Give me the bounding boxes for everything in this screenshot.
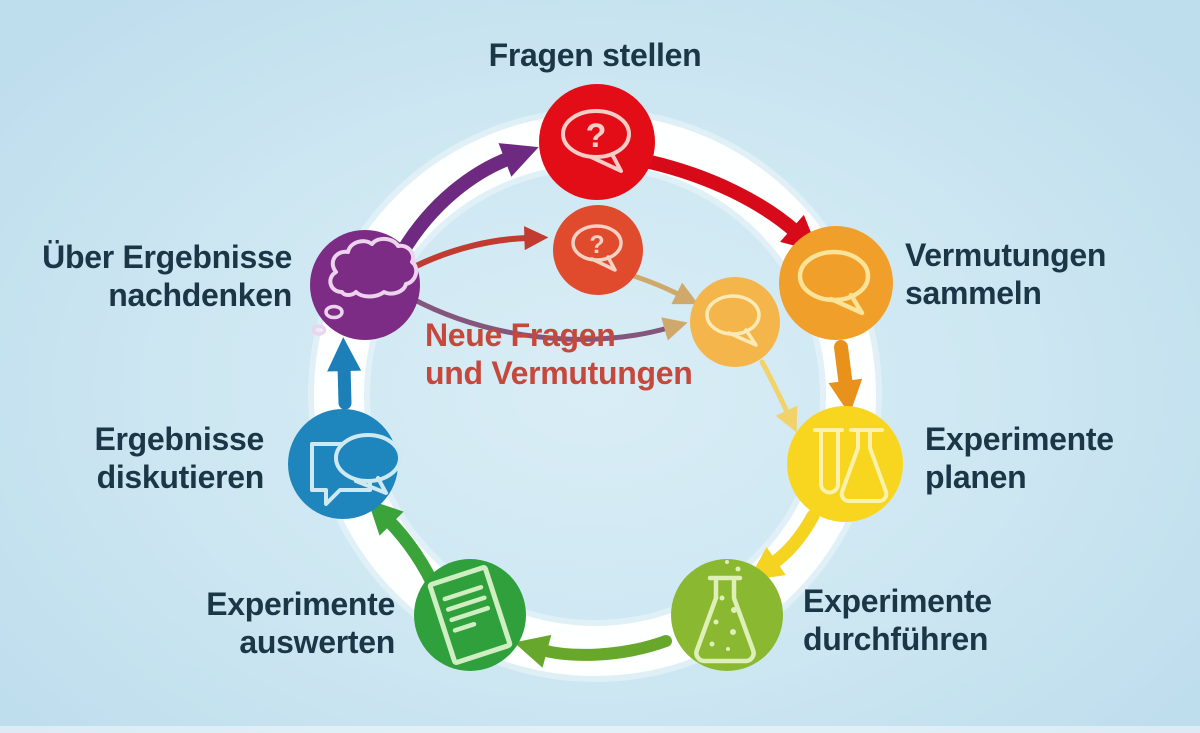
question-speech-bubble-icon: ? (571, 224, 623, 272)
cycle-arrows (327, 143, 863, 668)
node-fragen-stellen-circle (539, 84, 655, 200)
node-experimente-auswerten (414, 559, 526, 671)
speech-bubble-icon (797, 249, 871, 316)
label-experimente-durchfuehren: Experimente durchführen (803, 583, 992, 657)
node-vermutungen-sammeln (779, 226, 893, 340)
label-neue-fragen-und-vermutungen: Neue Fragen und Vermutungen (425, 317, 693, 391)
question-mark-glyph: ? (589, 231, 604, 259)
label-experimente-planen: Experimente planen (925, 421, 1114, 495)
label-experimente-auswerten: Experimente auswerten (206, 586, 395, 660)
label-fragen-stellen: Fragen stellen (488, 37, 702, 73)
arrow-planen-to-durchfuehren (748, 509, 820, 581)
label-ueber-ergebnisse-nachdenken: Über Ergebnisse nachdenken (42, 239, 292, 313)
arrow-nachdenken-to-fragen (396, 143, 539, 258)
arrow-neue-vermutung-to-planen (759, 359, 798, 433)
node-experimente-planen-circle (787, 406, 903, 522)
bottom-edge-highlight (0, 726, 1200, 733)
flask-with-bubbles-icon (694, 560, 756, 664)
inner-arrows (408, 226, 798, 433)
discussion-bubbles-icon (310, 433, 402, 506)
mini-node-neue-frage-circle (553, 205, 643, 295)
arrow-vermutungen-to-planen (828, 340, 863, 415)
speech-bubble-icon (705, 294, 761, 347)
node-ergebnisse-diskutieren (288, 409, 402, 519)
test-tube-and-flask-icon (813, 428, 889, 503)
arrow-fragen-to-vermutungen (643, 155, 819, 253)
node-experimente-durchfuehren (671, 559, 783, 671)
node-vermutungen-sammeln-circle (779, 226, 893, 340)
mini-node-neue-vermutung (690, 277, 780, 367)
label-ergebnisse-diskutieren: Ergebnisse diskutieren (94, 421, 264, 495)
thought-cloud-icon (311, 237, 419, 336)
label-vermutungen-sammeln: Vermutungen sammeln (905, 237, 1107, 311)
arrow-nachdenken-to-neue-frage (411, 226, 549, 270)
arrow-diskutieren-to-nachdenken (327, 337, 362, 410)
document-icon (427, 565, 513, 665)
arrow-nachdenken-to-neue-vermutung (408, 295, 688, 342)
question-mark-glyph: ? (586, 117, 607, 155)
node-experimente-planen (787, 406, 903, 522)
node-fragen-stellen: ? (539, 84, 655, 200)
mini-node-neue-frage: ? (553, 205, 643, 295)
arrow-durchfuehren-to-auswerten (514, 634, 672, 668)
arrow-neue-frage-to-neue-vermutung (631, 273, 699, 305)
node-ueber-ergebnisse-nachdenken-circle (310, 230, 420, 340)
node-ueber-ergebnisse-nachdenken (310, 230, 420, 340)
question-speech-bubble-icon: ? (561, 109, 631, 173)
